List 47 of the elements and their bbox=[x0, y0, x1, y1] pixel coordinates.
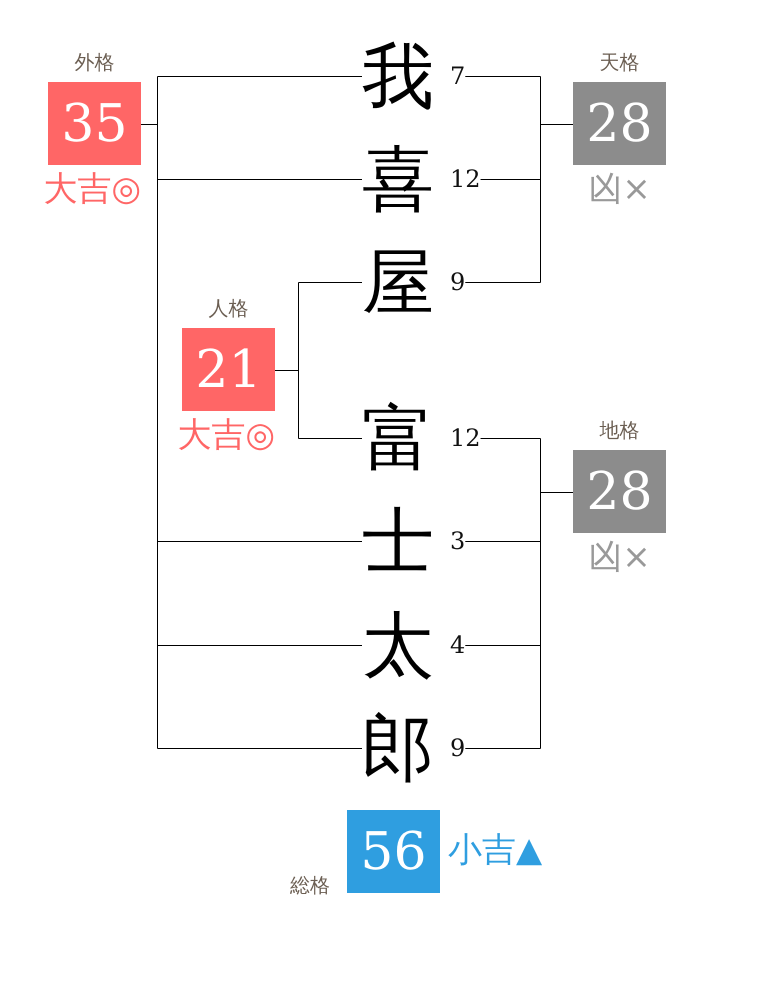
name-character: 富 bbox=[362, 402, 434, 474]
stroke-count: 9 bbox=[450, 736, 466, 760]
bracket-line bbox=[140, 76, 158, 749]
bracket-line bbox=[157, 76, 362, 77]
score-tile: 35 bbox=[48, 82, 141, 165]
bracket-line bbox=[157, 748, 362, 749]
bracket-line bbox=[464, 282, 541, 283]
bracket-line bbox=[298, 438, 362, 439]
bracket-line bbox=[464, 748, 541, 749]
bracket-line bbox=[464, 541, 541, 542]
bracket-line bbox=[157, 541, 362, 542]
category-label: 総格 bbox=[290, 873, 330, 897]
category-label: 天格 bbox=[600, 50, 640, 74]
bracket-line bbox=[157, 645, 362, 646]
bracket-line bbox=[480, 179, 541, 180]
bracket-line bbox=[540, 76, 574, 283]
stroke-count: 9 bbox=[450, 270, 466, 294]
stroke-count: 12 bbox=[450, 426, 481, 450]
bracket-line bbox=[464, 645, 541, 646]
score-tile: 56 bbox=[347, 810, 440, 893]
stroke-count: 4 bbox=[450, 633, 466, 657]
stroke-count: 3 bbox=[450, 529, 466, 553]
name-character: 屋 bbox=[362, 246, 434, 318]
name-character: 太 bbox=[362, 609, 434, 681]
bracket-line bbox=[274, 282, 299, 439]
bracket-line bbox=[464, 76, 541, 77]
score-tile: 28 bbox=[573, 82, 666, 165]
stroke-count: 7 bbox=[450, 64, 466, 88]
category-label: 外格 bbox=[74, 50, 114, 74]
bracket-line bbox=[480, 438, 541, 439]
bracket-line bbox=[157, 179, 362, 180]
stroke-count: 12 bbox=[450, 167, 481, 191]
score-tile: 28 bbox=[573, 450, 666, 533]
fortune-rating: 大吉◎ bbox=[177, 415, 275, 455]
bracket-line bbox=[540, 438, 574, 749]
category-label: 人格 bbox=[208, 296, 248, 320]
fortune-rating: 小吉▲ bbox=[448, 830, 542, 870]
bracket-line bbox=[298, 282, 362, 283]
category-label: 地格 bbox=[600, 418, 640, 442]
name-character: 喜 bbox=[362, 143, 434, 215]
fortune-rating: 凶× bbox=[588, 169, 651, 209]
name-character: 我 bbox=[362, 40, 434, 112]
fortune-rating: 凶× bbox=[588, 537, 651, 577]
fortune-rating: 大吉◎ bbox=[43, 169, 141, 209]
score-tile: 21 bbox=[182, 328, 275, 411]
name-character: 士 bbox=[362, 505, 434, 577]
name-character: 郎 bbox=[362, 712, 434, 784]
